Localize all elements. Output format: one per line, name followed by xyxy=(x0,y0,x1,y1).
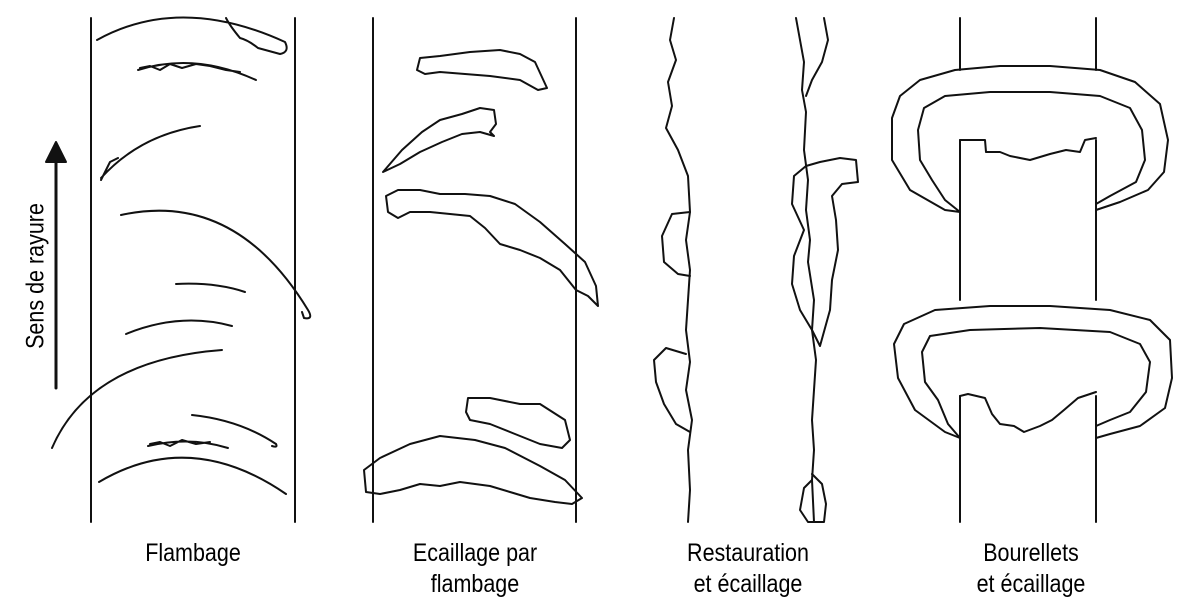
caption-ecaillage-flambage: Ecaillage par flambage xyxy=(389,538,561,600)
caption-line2: et écaillage xyxy=(945,569,1117,600)
panel-ecaillage-flambage-drawing xyxy=(364,18,598,522)
buckle-arc xyxy=(121,211,310,319)
buckle-arc xyxy=(101,126,200,180)
caption-restauration-ecaillage: Restauration et écaillage xyxy=(662,538,834,600)
pile-up-inner xyxy=(918,92,1145,212)
buckle-arc xyxy=(97,17,287,54)
flake xyxy=(417,50,547,90)
buckle-arc xyxy=(126,321,232,334)
panel-flambage-drawing xyxy=(52,17,310,522)
buckle-arc xyxy=(99,458,286,494)
flake xyxy=(386,190,598,306)
panel-restauration-ecaillage-drawing xyxy=(654,18,858,522)
caption-line1: Restauration xyxy=(662,538,834,569)
caption-line1: Flambage xyxy=(107,538,279,569)
buckle-arc xyxy=(176,284,245,292)
flake xyxy=(654,348,690,432)
buckle-arc xyxy=(148,440,228,448)
axis-label-text: Sens de rayure xyxy=(22,203,51,349)
buckle-arc xyxy=(52,350,222,448)
panel-bourellets-ecaillage-drawing xyxy=(892,18,1172,522)
caption-line2: et écaillage xyxy=(662,569,834,600)
flake-edge xyxy=(960,138,1096,160)
flake-edge xyxy=(960,392,1096,432)
buckle-arc xyxy=(138,63,256,80)
caption-flambage: Flambage xyxy=(107,538,279,569)
pile-up-outer xyxy=(894,306,1172,438)
flake xyxy=(383,108,496,172)
flake xyxy=(806,18,828,96)
caption-line2: flambage xyxy=(389,569,561,600)
caption-line1: Ecaillage par xyxy=(389,538,561,569)
track-left-edge xyxy=(666,18,692,522)
caption-line1: Bourellets xyxy=(945,538,1117,569)
caption-bourellets-ecaillage: Bourellets et écaillage xyxy=(945,538,1117,600)
flake xyxy=(466,398,570,448)
pile-up-outer xyxy=(892,66,1168,212)
pile-up-inner xyxy=(922,328,1150,438)
